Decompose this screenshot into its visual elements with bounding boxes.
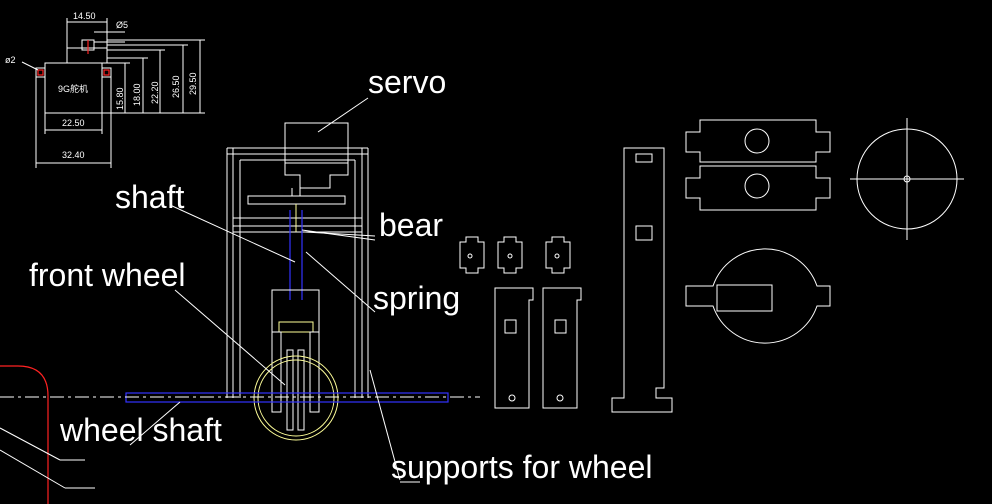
label-bear: bear	[379, 207, 444, 243]
servo-ear-left	[35, 67, 46, 78]
dim-h5: 29.50	[188, 72, 198, 95]
dim-h3: 22.20	[150, 81, 160, 104]
dim-h4: 26.50	[171, 75, 181, 98]
dim-hole-dia: Ø5	[116, 20, 129, 30]
dim-side-hole-dia: ø2	[5, 55, 16, 65]
leader-lines	[129, 97, 420, 483]
front-wheel-outer	[253, 355, 339, 441]
label-servo: servo	[368, 64, 447, 100]
assembly-servo-lower	[284, 163, 349, 189]
dim-body-width: 22.50	[62, 118, 85, 128]
small-mount-plates	[459, 236, 571, 274]
dim-overall-width: 32.40	[62, 150, 85, 160]
support-arms	[494, 287, 582, 409]
vertical-support-bar	[611, 147, 673, 413]
dim-h2: 18.00	[132, 83, 142, 106]
servo-dimension-detail	[21, 18, 205, 168]
servo-body-label: 9G舵机	[58, 84, 89, 94]
left-edge-parts	[0, 365, 95, 504]
front-wheel-inner	[257, 359, 335, 437]
label-supports-for-wheel: supports for wheel	[391, 449, 653, 485]
label-shaft: shaft	[115, 179, 185, 215]
servo-ear-hole-left	[37, 69, 44, 76]
label-front-wheel: front wheel	[29, 257, 186, 293]
round-servo-mount	[685, 248, 831, 344]
servo-top-block	[66, 47, 108, 64]
servo-horn-plate	[247, 195, 346, 205]
round-disc	[850, 118, 964, 240]
label-wheel-shaft: wheel shaft	[60, 412, 222, 448]
servo-holder-plates	[685, 119, 831, 211]
label-spring: spring	[373, 280, 461, 316]
dim-h1: 15.80	[115, 87, 125, 110]
assembly-servo	[284, 122, 349, 164]
main-assembly	[0, 122, 480, 441]
red-outline-partial	[0, 365, 49, 504]
dim-top-width: 14.50	[73, 11, 96, 21]
servo-ear-right	[101, 67, 112, 78]
servo-ear-hole-right	[103, 69, 110, 76]
